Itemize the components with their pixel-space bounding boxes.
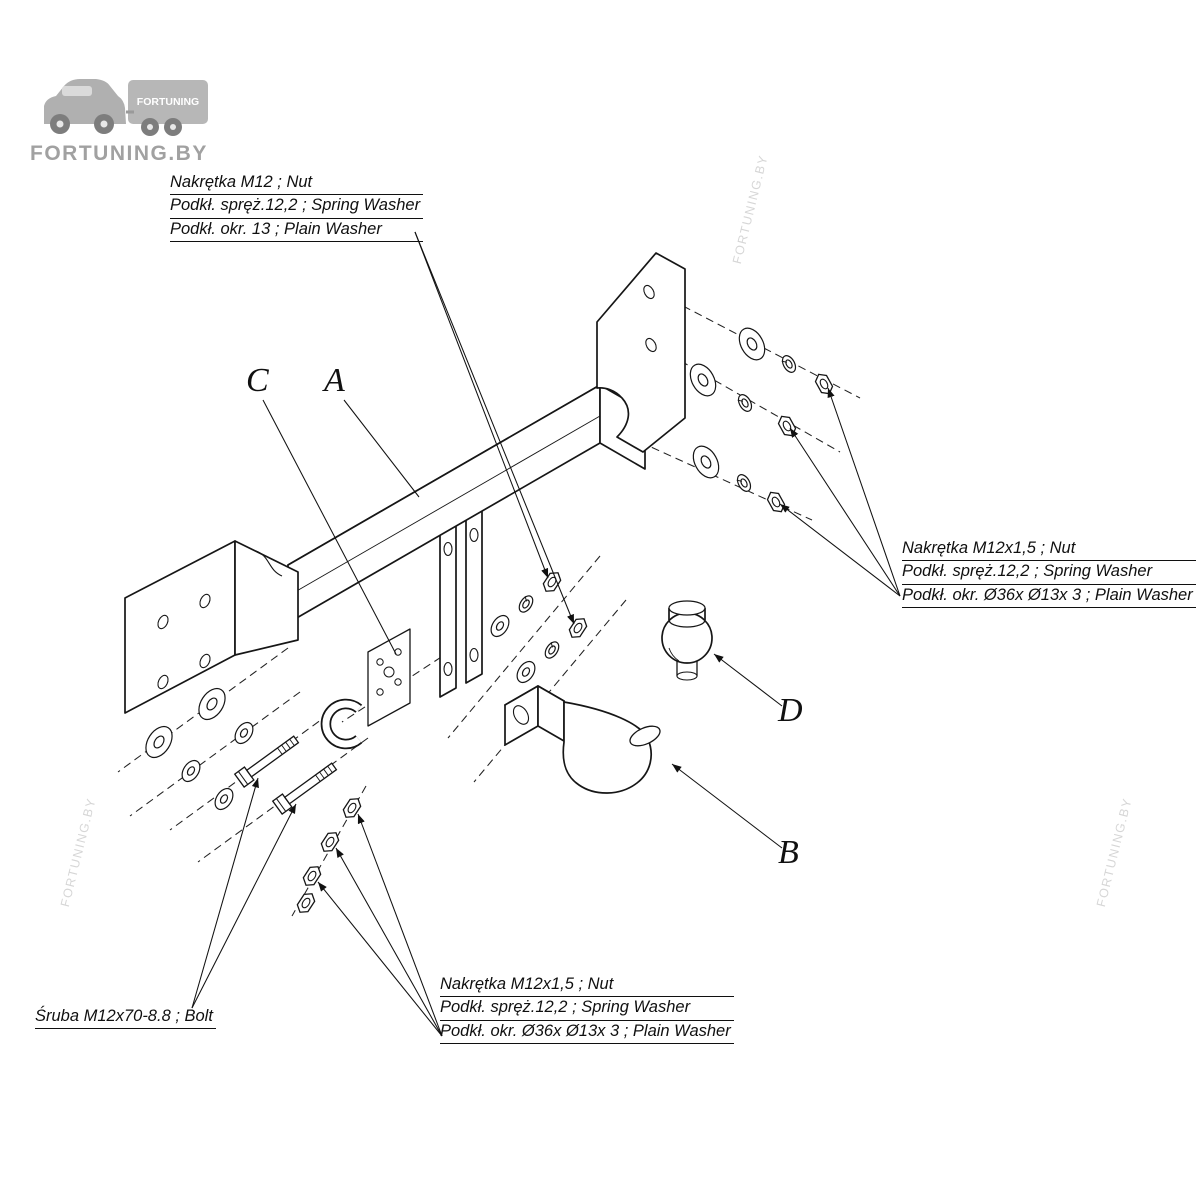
right-mounting-plate — [596, 252, 686, 453]
hex-nut — [764, 488, 788, 516]
annotation-right-fasteners: Nakrętka M12x1,5 ; Nut Podkł. spręż.12,2… — [902, 538, 1196, 609]
plain-washer — [733, 323, 771, 365]
hex-nut — [540, 568, 564, 596]
annotation-line: Nakrętka M12x1,5 ; Nut — [902, 538, 1196, 562]
spring-washer — [210, 784, 238, 814]
spring-washer — [515, 592, 537, 616]
annotation-line: Podkł. okr. Ø36x Ø13x 3 ; Plain Washer — [902, 585, 1196, 609]
ball-arm — [504, 685, 661, 794]
plain-washer — [684, 359, 722, 401]
tow-ball — [661, 600, 713, 681]
part-label-c: C — [246, 362, 269, 399]
plain-washer — [230, 718, 258, 748]
plain-washer — [192, 683, 232, 725]
annotation-line: Podkł. okr. Ø36x Ø13x 3 ; Plain Washer — [440, 1021, 734, 1045]
annotation-line: Nakrętka M12 ; Nut — [170, 172, 424, 196]
lock-plate — [320, 628, 411, 750]
annotation-bolt: Śruba M12x70-8.8 ; Bolt — [35, 1006, 216, 1030]
ball-cover-cap — [668, 600, 706, 628]
plain-washer — [177, 756, 205, 786]
plain-washer — [486, 611, 514, 641]
plain-washer — [512, 657, 540, 687]
logo-brand-text: FORTUNING.BY — [30, 142, 208, 165]
bolt-m12x70 — [272, 759, 340, 815]
annotation-line: Nakrętka M12x1,5 ; Nut — [440, 974, 734, 998]
annotation-line: Podkł. spręż.12,2 ; Spring Washer — [170, 195, 424, 219]
plain-washer — [687, 441, 725, 483]
logo-trailer-text: FORTUNING — [137, 96, 199, 108]
spring-washer — [734, 471, 754, 495]
annotation-line: Śruba M12x70-8.8 ; Bolt — [35, 1006, 216, 1030]
annotation-line: Podkł. spręż.12,2 ; Spring Washer — [902, 561, 1196, 585]
leader-lines — [191, 231, 901, 1037]
hex-nut — [340, 794, 364, 822]
receiver-bracket-plates — [439, 506, 483, 698]
annotation-top-fasteners: Nakrętka M12 ; Nut Podkł. spręż.12,2 ; S… — [170, 172, 424, 243]
spring-washer — [779, 352, 799, 376]
part-label-d: D — [778, 692, 803, 729]
left-mounting-plate — [124, 540, 299, 714]
hex-nut — [294, 889, 318, 917]
annotation-bottom-fasteners: Nakrętka M12x1,5 ; Nut Podkł. spręż.12,2… — [440, 974, 734, 1045]
annotation-line: Podkł. spręż.12,2 ; Spring Washer — [440, 997, 734, 1021]
part-label-a: A — [324, 362, 345, 399]
hex-nut — [566, 614, 590, 642]
annotation-line: Podkł. okr. 13 ; Plain Washer — [170, 219, 424, 243]
spring-washer — [735, 391, 755, 415]
part-label-b: B — [778, 834, 799, 871]
plain-washer — [139, 721, 179, 763]
spring-washer — [541, 638, 563, 662]
logo-vehicle-art: FORTUNING — [44, 79, 208, 136]
